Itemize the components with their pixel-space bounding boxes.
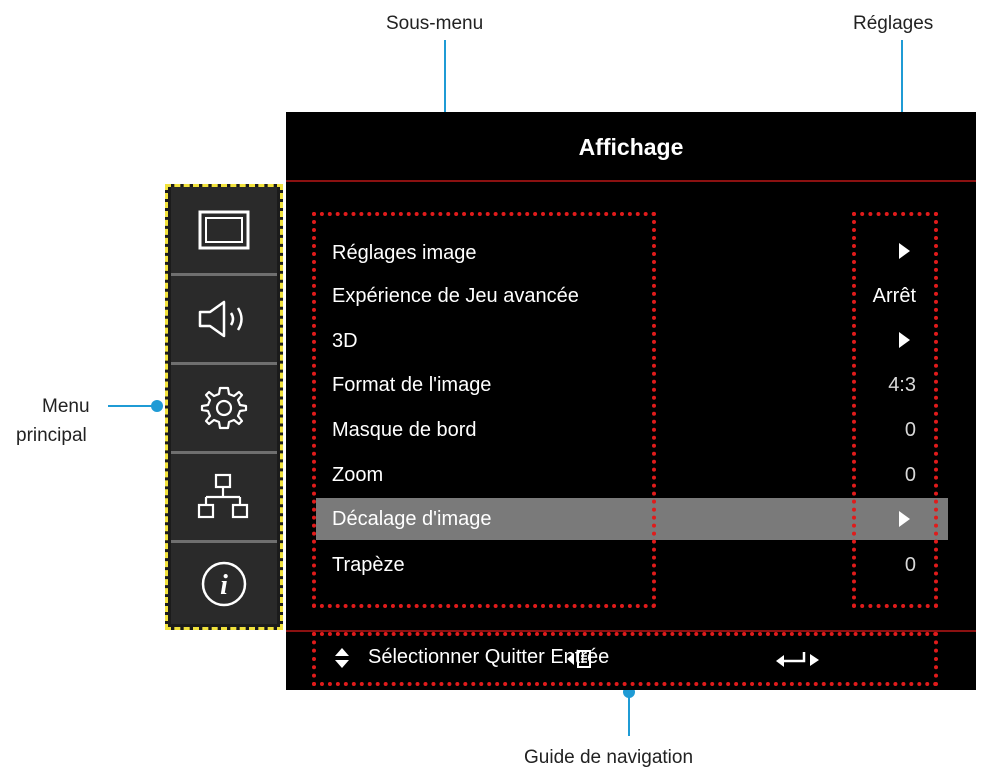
arrow-right-icon	[899, 332, 910, 348]
callout-nav-guide: Guide de navigation	[524, 747, 694, 768]
callout-main-menu-line1: Menu	[42, 396, 90, 417]
sidebar-separator	[171, 362, 277, 365]
gear-icon[interactable]	[171, 365, 277, 451]
menu-item-decalage-image[interactable]: Décalage d'image	[332, 508, 492, 530]
title-divider	[286, 180, 976, 182]
network-icon[interactable]	[171, 454, 277, 540]
osd-title: Affichage	[578, 134, 684, 160]
osd-panel: Affichage	[286, 112, 976, 690]
up-down-arrows-icon	[335, 648, 349, 668]
back-icon	[567, 650, 591, 668]
sidebar-separator	[171, 540, 277, 543]
nav-guide-text: Sélectionner Quitter Entrée	[368, 646, 610, 668]
menu-value-experience-jeu: Arrêt	[872, 285, 916, 307]
arrow-right-icon	[899, 243, 910, 259]
speaker-icon[interactable]	[171, 276, 277, 362]
menu-item-masque-bord[interactable]: Masque de bord	[332, 419, 477, 441]
arrow-right-icon	[899, 511, 910, 527]
menu-value-masque-bord: 0	[904, 419, 916, 441]
menu-item-3d[interactable]: 3D	[332, 330, 358, 352]
info-icon[interactable]: i	[171, 543, 277, 624]
menu-value-format-image: 4:3	[888, 374, 916, 396]
sidebar-separator	[171, 273, 277, 276]
callout-settings: Réglages	[853, 13, 934, 34]
menu-item-format-image[interactable]: Format de l'image	[332, 374, 492, 396]
menu-value-zoom: 0	[904, 464, 916, 486]
nav-divider	[286, 630, 976, 632]
submenu-outline	[312, 212, 656, 608]
menu-value-trapeze: 0	[904, 554, 916, 576]
callout-nav-line	[628, 692, 630, 736]
main-menu-sidebar: i	[165, 184, 283, 630]
callout-submenu: Sous-menu	[386, 13, 484, 34]
callout-main-menu-dot	[151, 400, 163, 412]
menu-item-experience-jeu[interactable]: Expérience de Jeu avancée	[332, 285, 579, 307]
enter-icon	[776, 652, 819, 667]
nav-guide-outline	[312, 632, 938, 686]
menu-item-zoom[interactable]: Zoom	[332, 464, 384, 486]
display-icon[interactable]	[171, 187, 277, 273]
sidebar-separator	[171, 451, 277, 454]
callout-main-menu-line	[108, 405, 154, 407]
svg-text:i: i	[220, 570, 228, 601]
selected-item-highlight	[316, 498, 948, 540]
settings-outline	[852, 212, 938, 608]
menu-item-trapeze[interactable]: Trapèze	[332, 554, 405, 576]
callout-main-menu-line2: principal	[16, 425, 87, 446]
menu-item-reglages-image[interactable]: Réglages image	[332, 242, 477, 264]
